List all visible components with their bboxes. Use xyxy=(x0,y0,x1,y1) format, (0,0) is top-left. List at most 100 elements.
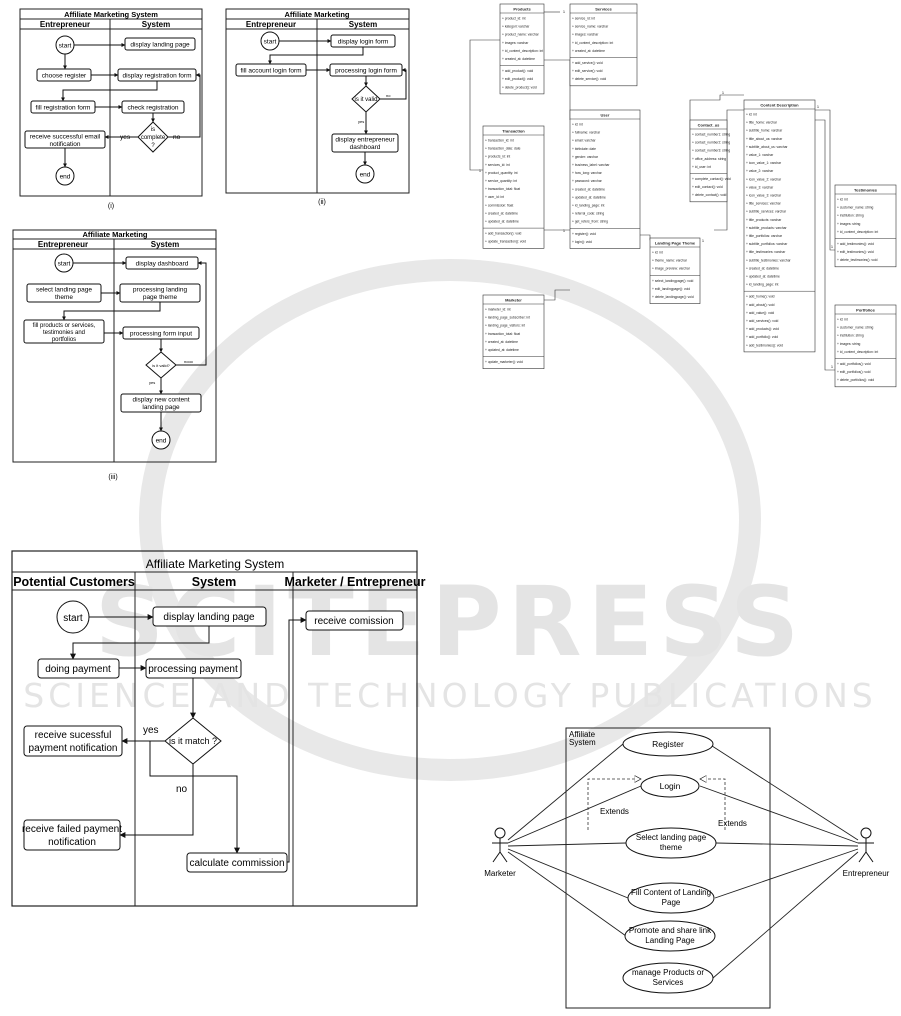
decision-label-1: is xyxy=(151,127,155,133)
class-box xyxy=(499,3,545,95)
valid-decision-label: is it valid xyxy=(354,97,377,103)
yes-label: yes xyxy=(358,119,364,124)
diagram-iii-title: Affiliate Marketing xyxy=(82,230,147,239)
class-attribute: + images: string xyxy=(837,222,861,226)
class-attribute: + id_landing_page: int xyxy=(746,283,778,287)
class-services: Services+ service_id: int+ service_name:… xyxy=(569,3,638,87)
class-name: Portfolios xyxy=(856,308,875,313)
end-label: end xyxy=(360,172,371,179)
class-landing-page-theme: Landing Page Theme+ id: int+ theme_name:… xyxy=(649,237,701,304)
class-attribute: + contact_number1: string xyxy=(692,133,730,137)
fill-products-label-3: portfolios xyxy=(52,337,76,343)
class-attribute: + contact_number2: string xyxy=(692,141,730,145)
start-label: start xyxy=(264,39,277,46)
marketer-label: Marketer xyxy=(484,869,516,878)
class-attribute: + how_long: varchar xyxy=(572,171,603,175)
class-name: Landing Page Theme xyxy=(655,241,696,246)
class-method: + add_portfolios(): void xyxy=(837,362,871,366)
end-label: end xyxy=(156,438,167,445)
diagram-iii-lane-system: System xyxy=(151,240,179,249)
class-attribute: + id_content_description: int xyxy=(837,350,878,354)
use-case-register-label: Register xyxy=(652,739,684,749)
class-attribute: + customer_name: string xyxy=(837,326,874,330)
start-label: start xyxy=(59,43,72,50)
class-attribute: + created_at: datetime xyxy=(572,49,605,53)
class-attribute: + id: int xyxy=(572,123,583,127)
multiplicity-label: 1 xyxy=(563,229,565,233)
display-registration-label: display registration form xyxy=(123,73,192,80)
class-attribute: + subtitle_services: varchar xyxy=(746,210,787,214)
class-attribute: + id: int xyxy=(837,198,848,202)
class-attribute: + id_content_description: int xyxy=(572,41,613,45)
class-name: Marketer xyxy=(505,298,522,303)
payment-lane-system: System xyxy=(192,575,236,589)
class-attribute: + products_id: int xyxy=(485,155,510,159)
class-method: + login(): void xyxy=(572,240,592,244)
diagram-ii-caption: (ii) xyxy=(318,199,326,206)
class-attribute: + subtitle_testimonies: varchar xyxy=(746,258,792,262)
diagram-i-caption: (i) xyxy=(108,203,114,210)
class-method: + update_marketer(): void xyxy=(485,360,523,364)
display-dashboard-label: display dashboard xyxy=(136,261,189,268)
class-content-description: Content Description+ id: int+ title_home… xyxy=(743,99,816,353)
fill-products-label-2: testimonies and xyxy=(43,330,85,336)
class-method: + delete_landingpage(): void xyxy=(652,295,694,299)
display-new-label-1: display new content xyxy=(132,397,189,404)
class-name: Services xyxy=(595,7,612,12)
extends-label-left: Extends xyxy=(600,807,629,816)
receive-email-label-1: receive successful email xyxy=(30,134,101,141)
class-attribute: + product_quantity: int xyxy=(485,171,518,175)
class-attribute: + id: int xyxy=(837,318,848,322)
class-attribute: + updated_at: datetime xyxy=(485,220,519,224)
class-attribute: + title_about_us: varchar xyxy=(746,137,783,141)
class-attribute: + gender: varchar xyxy=(572,155,599,159)
multiplicity-label: 1 xyxy=(479,169,481,173)
class-attribute: + updated_at: datetime xyxy=(485,348,519,352)
use-case-manage-products-label-2: Services xyxy=(653,978,684,987)
processing-form-label: processing form input xyxy=(130,331,192,338)
diagram-iii: Affiliate Marketing Entrepreneur System … xyxy=(12,229,217,481)
class-attribute: + images: varchar xyxy=(572,33,599,37)
class-attribute: + images: varchar xyxy=(502,41,529,45)
receive-commission-label: receive comission xyxy=(314,616,393,627)
use-case-fill-content-label-2: Page xyxy=(662,898,681,907)
class-method: + edit_portfolios(): void xyxy=(837,370,871,374)
class-method: + add_transaction(): void xyxy=(485,232,522,236)
system-label-2: System xyxy=(569,738,596,747)
doing-payment-label: doing payment xyxy=(45,664,111,675)
use-case-select-theme xyxy=(625,827,717,859)
decision-label-3: ? xyxy=(151,143,155,149)
class-method: + complete_contact(): void xyxy=(692,177,731,181)
class-method: + edit_contact(): void xyxy=(692,185,723,189)
display-landing-label: display landing page xyxy=(130,42,190,49)
diagram-iii-lane-entrepreneur: Entrepreneur xyxy=(38,240,88,249)
class-attribute: + created_at: datetime xyxy=(746,266,779,270)
class-method: + add_product(): void xyxy=(502,69,533,73)
class-attribute: + referral_code: string xyxy=(572,212,604,216)
class-method: + edit_product(): void xyxy=(502,77,533,81)
use-case-select-theme-label-2: theme xyxy=(660,843,683,852)
class-method: + add_services(): void xyxy=(746,319,779,323)
valid-decision-label: is it valid? xyxy=(152,363,170,368)
class-attribute: + service_quantity: int xyxy=(485,179,517,183)
class-attribute: + birthdate: date xyxy=(572,147,596,151)
class-attribute: + theme_name: varchar xyxy=(652,259,688,263)
class-name: Testimonies xyxy=(854,188,878,193)
class-attribute: + office_address: string xyxy=(692,157,726,161)
class-attribute: + business_label: varchar xyxy=(572,163,610,167)
match-decision-label: is it match ? xyxy=(169,736,217,746)
use-case-promote xyxy=(624,920,716,952)
fill-login-label: fill account login form xyxy=(240,68,301,75)
choose-register-label: choose register xyxy=(42,73,87,80)
class-method: + add_service(): void xyxy=(572,61,603,65)
fill-registration-label: fill registration form xyxy=(36,105,91,112)
class-attribute: + created_at: datetime xyxy=(502,57,535,61)
extends-label-right: Extends xyxy=(718,819,747,828)
receive-success-label-1: receive sucessful xyxy=(35,730,112,741)
class-attribute: + subtitle_about_us: varchar xyxy=(746,145,788,149)
class-attribute: + created_at: datetime xyxy=(485,340,518,344)
class-attribute: + updated_at: datetime xyxy=(572,195,606,199)
class-attribute: + value_1: varchar xyxy=(746,153,774,157)
receive-failed-label-1: receive failed payment xyxy=(22,824,122,835)
class-attribute: + id: int xyxy=(746,113,757,117)
